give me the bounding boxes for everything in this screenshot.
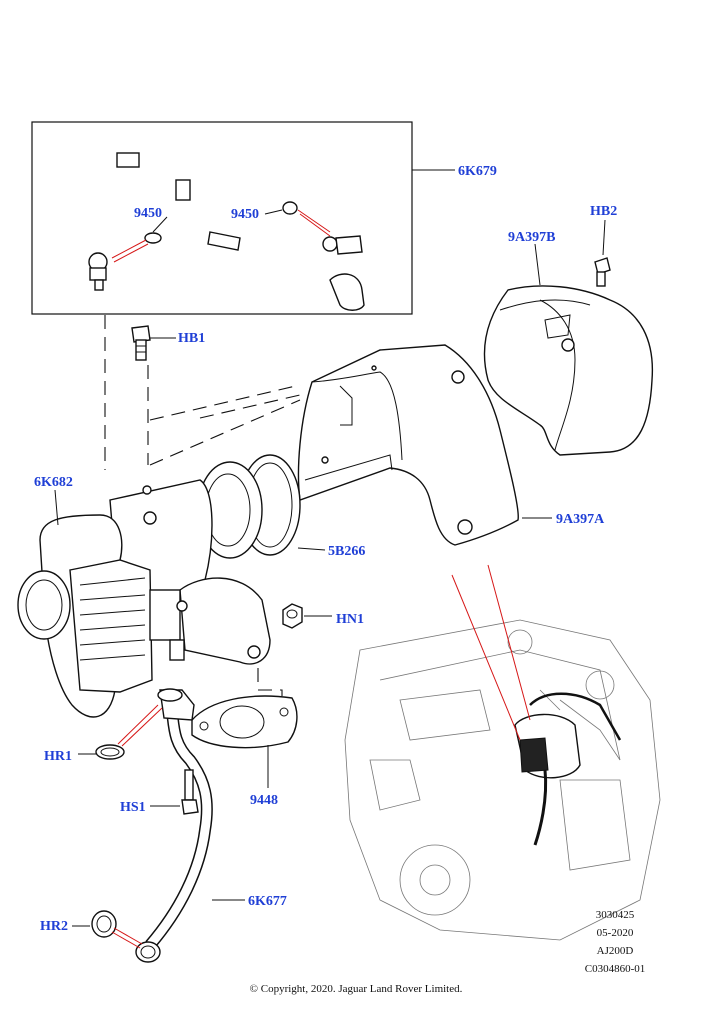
callout-5b266[interactable]: 5B266 [328, 544, 365, 559]
bolt-hb2[interactable] [594, 219, 611, 287]
turbocharger-6k682[interactable] [17, 461, 271, 718]
callout-hr1[interactable]: HR1 [44, 749, 72, 764]
o-ring-hr2[interactable] [91, 910, 117, 938]
oil-return-pipe-6k677[interactable] [135, 688, 213, 963]
bolt-hs1[interactable] [181, 769, 199, 815]
callout-hr2[interactable]: HR2 [40, 919, 68, 934]
assembly-lines [104, 315, 301, 470]
catalogue-ref: C0304860-01 [585, 963, 646, 975]
copyright-text: © Copyright, 2020. Jaguar Land Rover Lim… [250, 983, 463, 995]
inset-box-oil-feed-pipe: 9450 9450 [31, 121, 413, 315]
callout-6k677[interactable]: 6K677 [248, 894, 287, 909]
washer-9450-left[interactable] [144, 232, 162, 244]
callout-hb1[interactable]: HB1 [178, 331, 205, 346]
callout-9a397b[interactable]: 9A397B [508, 230, 555, 245]
banjo-fitting-left [88, 252, 108, 291]
callout-9a397a[interactable]: 9A397A [556, 512, 605, 527]
bolt-hb1[interactable] [131, 325, 151, 361]
illustration-number: 3030425 [596, 909, 635, 921]
heat-shield-9a397b[interactable] [483, 285, 654, 456]
elbow-fitting-right [322, 235, 365, 311]
callout-6k679[interactable]: 6K679 [458, 164, 497, 179]
callout-hs1[interactable]: HS1 [120, 800, 146, 815]
illustration-meta: 3030425 05-2020 AJ200D C0304860-01 [585, 909, 646, 975]
callout-9448[interactable]: 9448 [250, 793, 278, 808]
washer-9450-right[interactable] [282, 201, 298, 215]
illustration-date: 05-2020 [597, 927, 634, 939]
gasket-9448[interactable] [191, 695, 298, 749]
callout-6k682[interactable]: 6K682 [34, 475, 73, 490]
callout-hn1[interactable]: HN1 [336, 612, 364, 627]
callout-hb2[interactable]: HB2 [590, 204, 617, 219]
engine-overview-image [344, 619, 661, 941]
callout-9450-right[interactable]: 9450 [231, 207, 259, 222]
o-ring-hr1[interactable] [95, 744, 125, 760]
callout-9450-left[interactable]: 9450 [134, 206, 162, 221]
heat-shield-9a397a[interactable] [297, 344, 519, 546]
nut-hn1[interactable] [282, 603, 303, 629]
engine-code: AJ200D [597, 945, 634, 957]
